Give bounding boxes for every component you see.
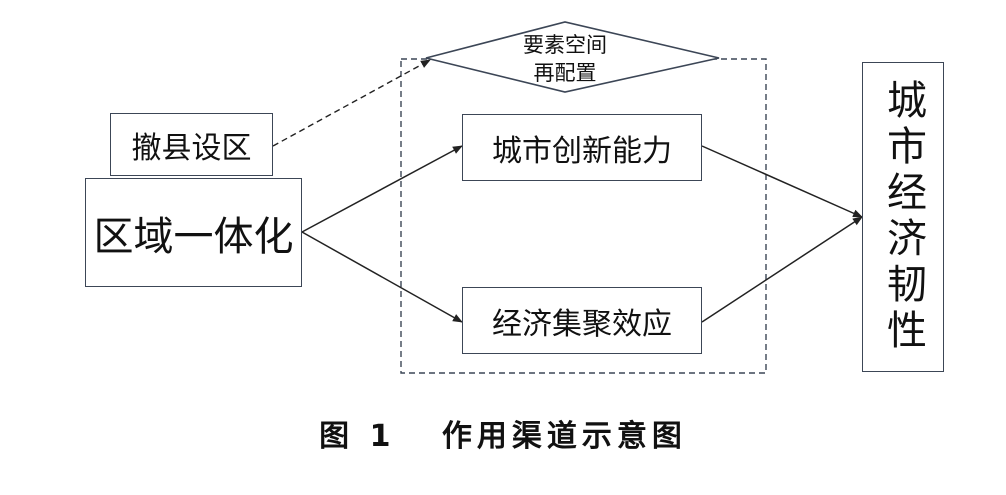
innovation-capacity-label: 城市创新能力 bbox=[492, 133, 672, 169]
regional-integration-label: 区域一体化 bbox=[93, 213, 294, 260]
arrow-to-agglomeration bbox=[301, 231, 463, 323]
arrow-innovation-to-resilience bbox=[701, 145, 863, 218]
arrow-agglomeration-to-resilience bbox=[701, 216, 863, 323]
figure-caption: 图 1 作用渠道示意图 bbox=[319, 419, 687, 454]
arrow-to-innovation bbox=[301, 145, 463, 233]
innovation-capacity-box: 城市创新能力 bbox=[462, 114, 702, 181]
agglomeration-effect-label: 经济集聚效应 bbox=[492, 306, 672, 342]
urban-resilience-label: 城市经济韧性 bbox=[880, 79, 926, 355]
factor-reallocation-line1: 要素空间 bbox=[523, 33, 607, 57]
regional-integration-box: 区域一体化 bbox=[85, 178, 302, 287]
county-to-district-box: 撤县设区 bbox=[110, 113, 273, 176]
county-to-district-label: 撤县设区 bbox=[131, 130, 252, 166]
urban-resilience-box: 城市经济韧性 bbox=[862, 62, 944, 372]
factor-reallocation-line2: 再配置 bbox=[533, 61, 597, 85]
agglomeration-effect-box: 经济集聚效应 bbox=[462, 287, 702, 354]
factor-reallocation-diamond bbox=[425, 21, 720, 93]
factor-reallocation-label: 要素空间 再配置 bbox=[500, 31, 630, 87]
dashed-arrow-to-diamond bbox=[272, 59, 431, 147]
